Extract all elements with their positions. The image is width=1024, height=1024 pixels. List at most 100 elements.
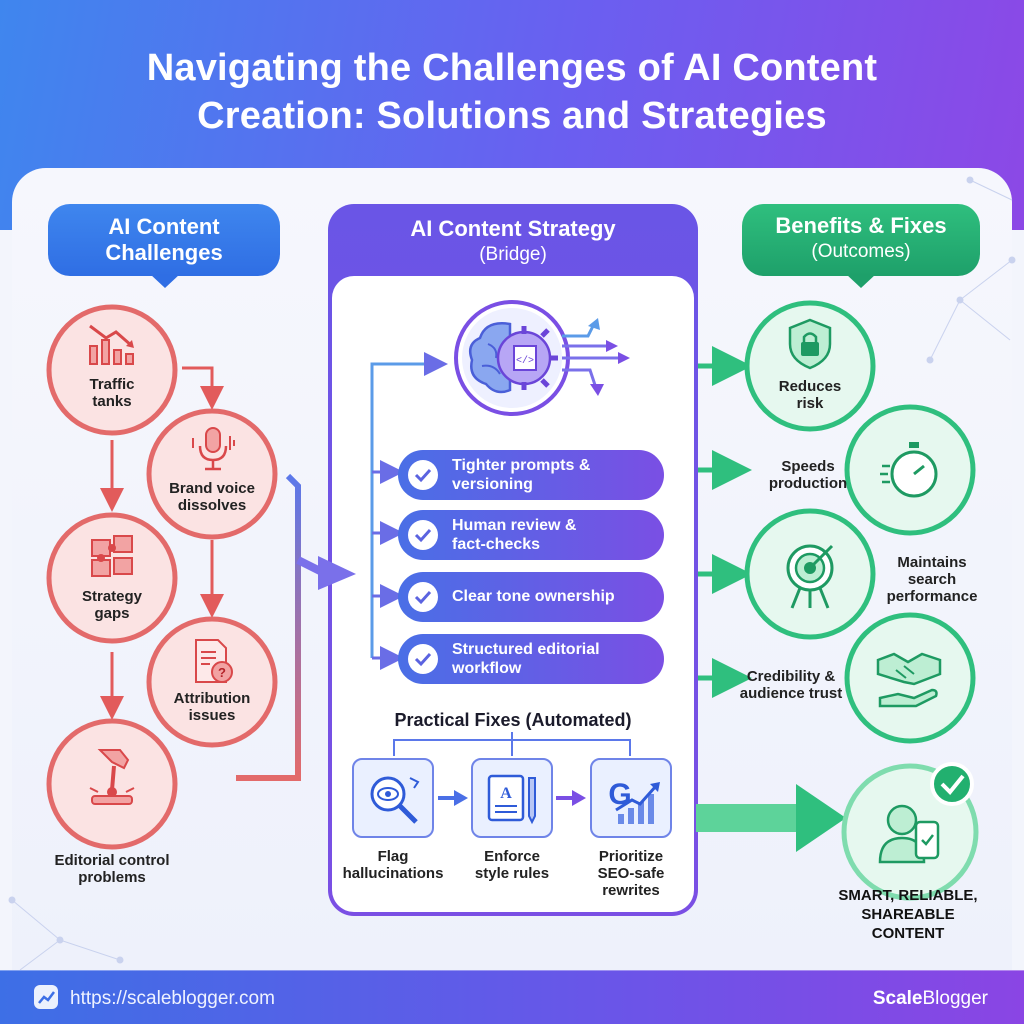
challenges-header: AI Content Challenges — [48, 204, 280, 276]
result-label: SMART, RELIABLE, SHAREABLE CONTENT — [820, 886, 996, 943]
benefit-4-line-2: audience trust — [739, 685, 843, 702]
result-line-3: CONTENT — [871, 925, 945, 942]
link-chart-icon — [34, 985, 58, 1009]
challenge-label-1: Traffic tanks — [62, 376, 162, 410]
google-growth-icon: G — [608, 778, 660, 824]
strategy-pill-3: Clear tone ownership — [398, 572, 664, 622]
benefit-3-line-2: search — [907, 571, 957, 588]
benefit-1-line-1: Reduces — [778, 378, 842, 395]
check-icon — [408, 582, 438, 612]
benefit-2-line-2: production — [768, 475, 848, 492]
challenge-3-line-1: Strategy — [81, 588, 143, 605]
document-question-icon: ? — [195, 639, 233, 683]
result-line-2: SHAREABLE — [861, 906, 955, 923]
title-line-2: Creation: Solutions and Strategies — [197, 95, 827, 137]
svg-text:</>: </> — [516, 355, 534, 367]
benefit-4-line-1: Credibility & — [746, 668, 836, 685]
brand-rest: Blogger — [922, 988, 989, 1009]
challenges-title-1: AI Content — [108, 214, 220, 239]
check-icon — [408, 520, 438, 550]
challenge-1-line-1: Traffic — [89, 376, 135, 393]
strategy-4-line-2: workflow — [452, 660, 522, 677]
strategy-2-line-1: Human review & — [452, 517, 577, 534]
benefit-label-2: Speeds production — [748, 458, 868, 492]
check-icon — [408, 644, 438, 674]
benefits-header-tail — [846, 274, 876, 288]
strategy-pill-2: Human review & fact-checks — [398, 510, 664, 560]
challenge-1-line-2: tanks — [92, 393, 132, 410]
fix-3-line-1: Prioritize — [598, 848, 664, 865]
benefit-label-1: Reduces risk — [760, 378, 860, 412]
benefit-label-3: Maintains search performance — [872, 554, 992, 605]
strategy-pill-1: Tighter prompts & versioning — [398, 450, 664, 500]
microphone-icon — [192, 427, 235, 471]
challenges-title-2: Challenges — [105, 240, 223, 265]
stopwatch-icon — [880, 442, 938, 498]
brain-gear-icon: </> — [454, 300, 630, 416]
challenge-2-line-2: dissolves — [177, 497, 247, 514]
footer-brand-logo: ScaleBlogger — [873, 988, 988, 1010]
practical-fix-box-3: G — [590, 758, 672, 838]
page-title: Navigating the Challenges of AI Content … — [0, 44, 1024, 140]
challenge-label-2: Brand voice dissolves — [157, 480, 267, 514]
fix-1-line-1: Flag — [377, 848, 409, 865]
challenge-5-line-1: Editorial control — [54, 852, 170, 869]
magnifier-eye-icon — [370, 776, 420, 824]
handshake-icon — [876, 652, 942, 708]
strategy-1-line-2: versioning — [452, 476, 533, 493]
challenge-label-3: Strategy gaps — [62, 588, 162, 622]
brand-bold: Scale — [872, 988, 923, 1009]
strategy-2-line-2: fact-checks — [452, 536, 541, 553]
style-guide-book-icon: A — [487, 774, 536, 825]
benefits-title: Benefits & Fixes — [775, 213, 947, 238]
challenge-4-line-1: Attribution — [173, 690, 251, 707]
fix-2-line-2: style rules — [474, 865, 550, 882]
strategy-3-line-1: Clear tone ownership — [452, 588, 615, 605]
fix-3-line-2: SEO-safe — [597, 865, 665, 882]
challenge-3-line-2: gaps — [94, 605, 130, 622]
strategy-pill-4: Structured editorial workflow — [398, 634, 664, 684]
practical-fix-box-1 — [352, 758, 434, 838]
strategy-header: AI Content Strategy (Bridge) — [328, 216, 698, 268]
person-phone-icon — [878, 804, 940, 864]
footer-bar: https://scaleblogger.com ScaleBlogger — [0, 970, 1024, 1024]
benefit-3-line-3: performance — [886, 588, 978, 605]
check-icon — [408, 460, 438, 490]
svg-text:A: A — [500, 785, 512, 802]
fix-1-line-2: hallucinations — [342, 865, 444, 882]
joystick-icon — [89, 749, 135, 805]
practical-fix-box-2: A — [471, 758, 553, 838]
challenge-5-line-2: problems — [78, 869, 146, 886]
declining-chart-icon — [89, 324, 134, 365]
footer-url-link[interactable]: https://scaleblogger.com — [70, 988, 275, 1009]
challenges-header-tail — [150, 274, 180, 288]
title-line-1: Navigating the Challenges of AI Content — [146, 47, 878, 89]
challenge-2-line-1: Brand voice — [169, 480, 255, 497]
svg-text:?: ? — [218, 665, 226, 680]
practical-fix-label-2: Enforce style rules — [452, 848, 572, 882]
practical-fixes-title: Practical Fixes (Automated) — [394, 710, 632, 730]
strategy-title: AI Content Strategy — [410, 216, 616, 241]
fix-2-line-1: Enforce — [484, 848, 540, 865]
challenge-label-4: Attribution issues — [157, 690, 267, 724]
fix-3-line-3: rewrites — [602, 882, 660, 899]
benefit-2-line-1: Speeds — [781, 458, 835, 475]
benefits-header: Benefits & Fixes (Outcomes) — [742, 204, 980, 276]
strategy-1-line-1: Tighter prompts & — [452, 457, 591, 474]
strategy-4-line-1: Structured editorial — [452, 641, 600, 658]
practical-fix-label-1: Flag hallucinations — [333, 848, 453, 882]
benefits-subtitle: (Outcomes) — [811, 241, 911, 262]
challenge-label-5: Editorial control problems — [36, 852, 188, 886]
target-icon — [786, 544, 834, 609]
challenge-4-line-2: issues — [188, 707, 236, 724]
practical-fix-label-3: Prioritize SEO-safe rewrites — [571, 848, 691, 899]
benefit-1-line-2: risk — [796, 395, 824, 412]
strategy-subtitle: (Bridge) — [479, 244, 547, 265]
benefit-3-line-1: Maintains — [897, 554, 967, 571]
result-line-1: SMART, RELIABLE, — [838, 887, 978, 904]
